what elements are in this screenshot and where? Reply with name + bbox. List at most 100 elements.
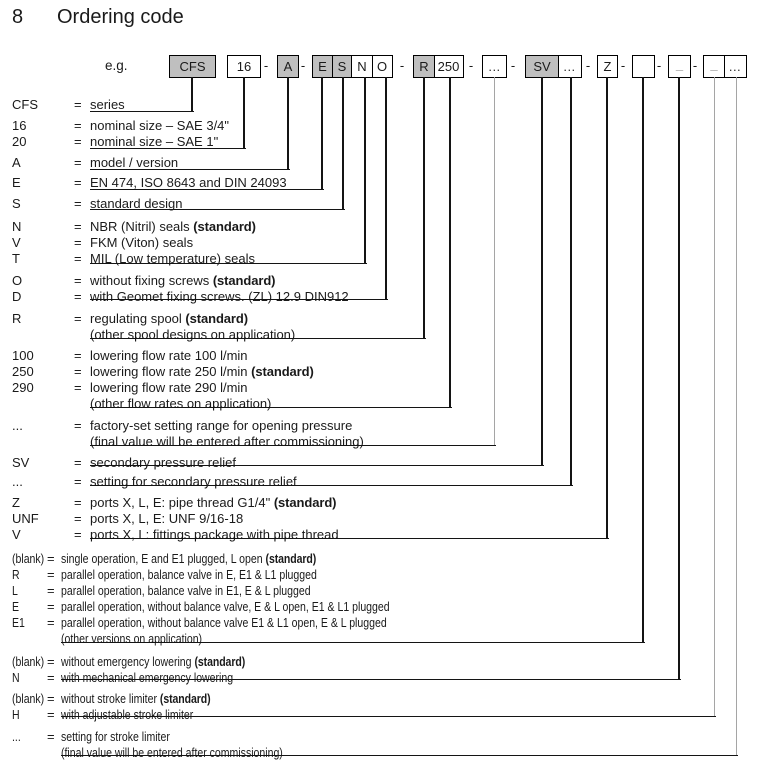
connector-line xyxy=(678,77,680,680)
code-box-label: SV xyxy=(533,59,551,74)
equals-sign: = xyxy=(74,175,82,190)
equals-sign: = xyxy=(74,511,82,526)
connector-line xyxy=(735,77,737,756)
row-description: ports X, L, E: UNF 9/16-18 xyxy=(90,511,243,526)
row-description: parallel operation, without balance valv… xyxy=(61,615,387,630)
connector-underline xyxy=(90,407,452,408)
row-code: CFS xyxy=(12,97,38,112)
row-description: (final value will be entered after commi… xyxy=(90,434,364,449)
equals-sign: = xyxy=(47,551,55,566)
row-code: (blank) xyxy=(12,691,45,706)
row-description: model / version xyxy=(90,155,178,170)
description-bold-text: (standard) xyxy=(273,495,337,510)
description-text: standard design xyxy=(90,196,183,211)
connector-line xyxy=(287,77,289,170)
description-text: model / version xyxy=(90,155,179,170)
separator-dash: - xyxy=(585,58,591,73)
description-text: MIL (Low temperature) seals xyxy=(90,251,255,266)
description-text: parallel operation, balance valve in E1,… xyxy=(61,583,311,598)
description-text: nominal size – SAE 3/4" xyxy=(90,118,230,133)
description-text: (other versions on application) xyxy=(61,631,203,646)
description-text: without emergency lowering xyxy=(61,654,195,669)
connector-line xyxy=(321,77,323,190)
description-bold-text: (standard) xyxy=(185,311,248,326)
row-description: with Geomet fixing screws. (ZL) 12.9 DIN… xyxy=(90,289,349,304)
row-code: Z xyxy=(12,495,20,510)
section-number: 8 xyxy=(12,6,24,28)
row-description: (other flow rates on application) xyxy=(90,396,271,411)
row-description: ports X, L: fittings package with pipe t… xyxy=(90,527,339,542)
code-box: ... xyxy=(723,55,747,78)
description-text: nominal size – SAE 1" xyxy=(90,134,219,149)
connector-underline xyxy=(90,299,388,300)
code-box-label: 250 xyxy=(437,59,460,74)
code-box: CFS xyxy=(169,55,216,78)
connector-line xyxy=(191,77,193,112)
description-text: secondary pressure relief xyxy=(90,455,236,470)
connector-underline xyxy=(90,485,573,486)
connector-underline xyxy=(90,445,496,446)
code-box: E xyxy=(312,55,333,78)
code-box: _ xyxy=(703,55,725,78)
code-box-label: CFS xyxy=(179,59,206,74)
connector-underline xyxy=(61,642,645,643)
description-text: parallel operation, without balance valv… xyxy=(61,615,387,630)
separator-dash: - xyxy=(692,58,698,73)
connector-underline xyxy=(61,755,738,756)
description-bold-text: (standard) xyxy=(159,691,211,706)
description-text: without fixing screws xyxy=(90,273,213,288)
row-code: R xyxy=(12,311,22,326)
connector-line xyxy=(364,77,366,264)
row-code: E xyxy=(12,599,20,614)
description-text: with Geomet fixing screws. (ZL) 12.9 DIN… xyxy=(90,289,349,304)
row-code: L xyxy=(12,583,18,598)
row-description: parallel operation, without balance valv… xyxy=(61,599,390,614)
row-description: setting for secondary pressure relief xyxy=(90,474,297,489)
row-code: (blank) xyxy=(12,654,45,669)
row-description: parallel operation, balance valve in E, … xyxy=(61,567,317,582)
connector-underline xyxy=(90,538,609,539)
description-bold-text: (standard) xyxy=(265,551,317,566)
connector-underline xyxy=(90,209,345,210)
connector-line xyxy=(449,77,451,408)
description-text: (other spool designs on application) xyxy=(90,327,296,342)
row-code: UNF xyxy=(12,511,39,526)
separator-dash: - xyxy=(300,58,306,73)
description-text: regulating spool xyxy=(90,311,186,326)
code-box-label: S xyxy=(337,59,347,74)
description-text: parallel operation, without balance valv… xyxy=(61,599,390,614)
row-code: T xyxy=(12,251,20,266)
row-description: FKM (Viton) seals xyxy=(90,235,193,250)
connector-underline xyxy=(61,679,681,680)
equals-sign: = xyxy=(47,707,55,722)
equals-sign: = xyxy=(47,729,55,744)
connector-line xyxy=(570,77,572,486)
row-description: regulating spool (standard) xyxy=(90,311,248,326)
equals-sign: = xyxy=(74,474,82,489)
equals-sign: = xyxy=(47,670,55,685)
equals-sign: = xyxy=(74,380,82,395)
description-text: lowering flow rate 100 l/min xyxy=(90,348,248,363)
description-text: ports X, L: fittings package with pipe t… xyxy=(90,527,339,542)
code-box: ... xyxy=(482,55,507,78)
equals-sign: = xyxy=(47,654,55,669)
row-code: 20 xyxy=(12,134,27,149)
description-text: without stroke limiter xyxy=(61,691,160,706)
code-box-label: 16 xyxy=(236,59,252,74)
description-text: parallel operation, balance valve in E, … xyxy=(61,567,317,582)
code-box-label: R xyxy=(419,59,429,74)
equals-sign: = xyxy=(74,273,82,288)
equals-sign: = xyxy=(74,289,82,304)
code-box: SV xyxy=(525,55,559,78)
description-text: (final value will be entered after commi… xyxy=(90,434,364,449)
row-code: V xyxy=(12,235,21,250)
row-description: nominal size – SAE 3/4" xyxy=(90,118,229,133)
separator-dash: - xyxy=(510,58,516,73)
connector-underline xyxy=(90,169,290,170)
code-box: N xyxy=(351,55,373,78)
equals-sign: = xyxy=(74,155,82,170)
description-text: factory-set setting range for opening pr… xyxy=(90,418,353,433)
code-box: A xyxy=(277,55,299,78)
code-box-label: _ xyxy=(710,57,718,72)
row-code: D xyxy=(12,289,22,304)
